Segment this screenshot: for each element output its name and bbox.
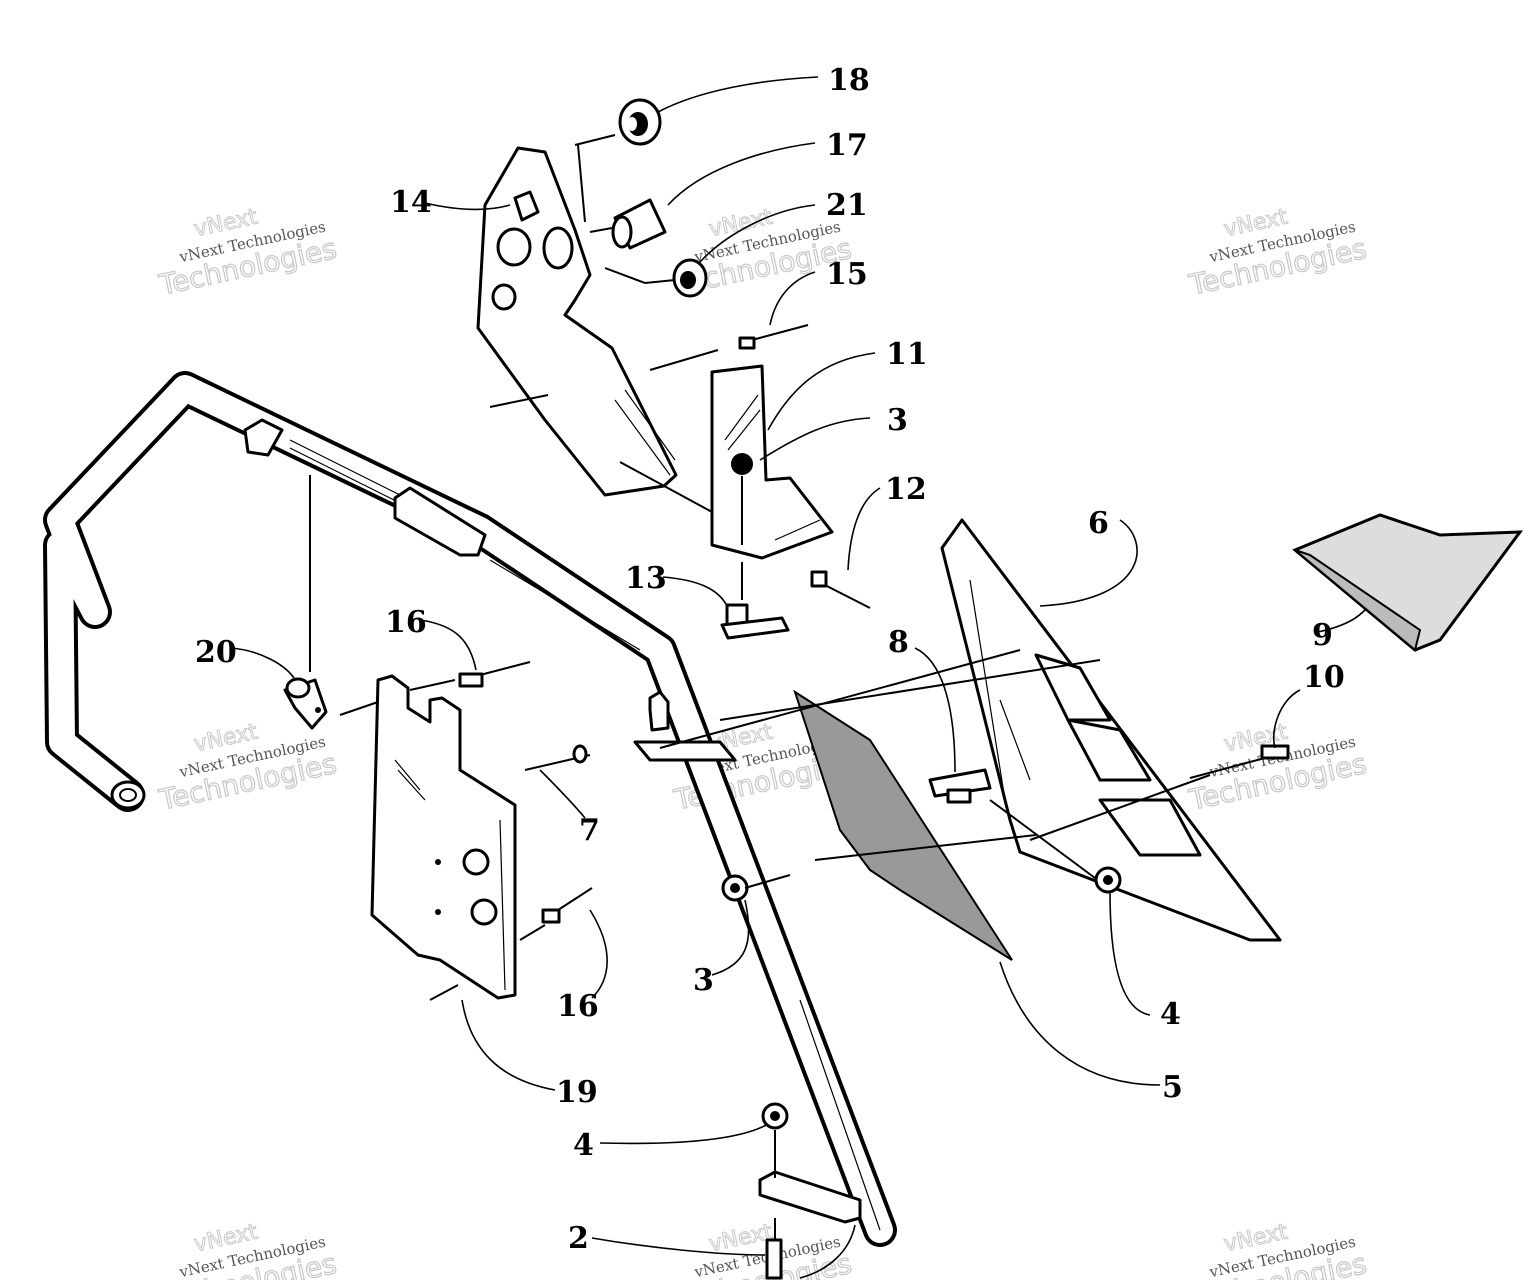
callout-19: 19	[556, 1075, 598, 1110]
callout-14: 14	[390, 185, 432, 220]
callout-21: 21	[826, 188, 868, 223]
rivet-16-upper	[458, 661, 531, 688]
callout-16-upper: 16	[385, 605, 427, 640]
rivet-15	[738, 324, 809, 350]
callout-8: 8	[888, 625, 909, 660]
callout-4-bottom: 4	[573, 1128, 594, 1163]
nut-4-right	[1094, 866, 1122, 894]
grommet-18	[618, 98, 662, 146]
grommet-21	[672, 258, 708, 298]
callout-12: 12	[885, 472, 927, 507]
foam-pad-9	[1292, 513, 1524, 652]
rivet-12	[810, 570, 871, 609]
bracket-plate-14	[476, 146, 678, 497]
callout-16-lower: 16	[557, 989, 599, 1024]
rivet-16-lower	[541, 887, 593, 924]
callout-17: 17	[826, 128, 868, 163]
stud-block-13	[720, 603, 790, 640]
watermark-top-right: vNext vNext Technologies Technologies	[1185, 204, 1370, 302]
mesh-grille-5	[793, 689, 1013, 961]
lower-plate-19	[370, 674, 517, 1000]
callout-5: 5	[1162, 1070, 1183, 1105]
clamp-20	[283, 677, 328, 730]
callout-7: 7	[579, 813, 600, 848]
callout-6: 6	[1088, 506, 1109, 541]
bolt-2	[765, 1238, 783, 1280]
stud-pad-8	[928, 768, 992, 804]
bumper-tube	[43, 371, 897, 1247]
callout-leaders	[229, 76, 1366, 1279]
watermark-top-left: vNext vNext Technologies Technologies	[155, 204, 340, 302]
rivet-7	[524, 744, 591, 771]
callout-labels: 18 17 21 15 14 11 3 12 6 13 16 20 8 9 10…	[195, 63, 1345, 1256]
nut-4-bottom	[761, 1102, 789, 1130]
watermark-mid-right: vNext vNext Technologies Technologies	[1185, 719, 1370, 817]
callout-10: 10	[1303, 660, 1345, 695]
nut-3-lower	[721, 874, 749, 902]
callout-4-right: 4	[1160, 997, 1181, 1032]
bushing-17	[611, 198, 667, 250]
callout-11: 11	[886, 337, 928, 372]
callout-9: 9	[1312, 618, 1333, 653]
callout-2: 2	[568, 1221, 589, 1256]
watermark-bottom-left: vNext vNext Technologies Technologies	[155, 1219, 340, 1280]
callout-18: 18	[828, 63, 870, 98]
callout-3-upper: 3	[887, 403, 908, 438]
watermark-bottom-right: vNext vNext Technologies Technologies	[1185, 1219, 1370, 1280]
assembly-lines	[309, 134, 1211, 1240]
bracket-upright-11	[710, 364, 834, 600]
callout-15: 15	[826, 257, 868, 292]
callout-20: 20	[195, 635, 237, 670]
side-panel-6	[940, 518, 1282, 942]
callout-13: 13	[625, 561, 667, 596]
callout-3-lower: 3	[693, 963, 714, 998]
